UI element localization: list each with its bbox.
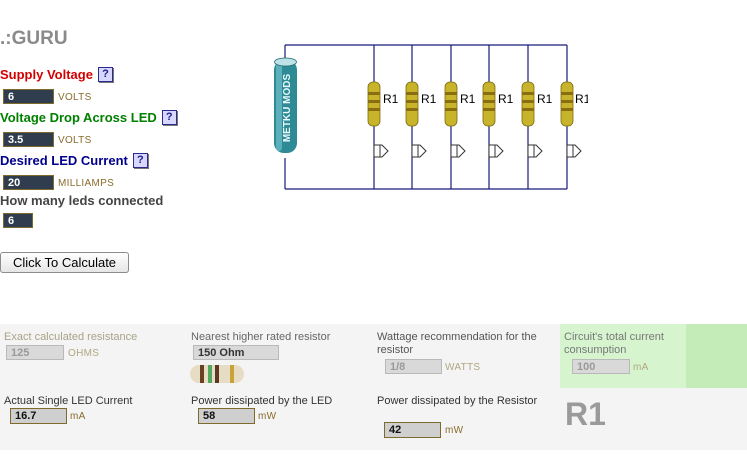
- total-current-field: [572, 359, 630, 374]
- voltage-drop-unit: VOLTS: [58, 135, 92, 146]
- total-current-highlight-right: [686, 324, 747, 388]
- resistor-6: R1: [560, 81, 588, 127]
- battery-icon: METKU MODS: [274, 57, 297, 153]
- wattage-unit: WATTS: [445, 362, 481, 373]
- wattage-field: [385, 359, 442, 374]
- single-led-current-label: Actual Single LED Current: [4, 395, 133, 407]
- help-icon[interactable]: ?: [132, 153, 148, 168]
- resistor-power-label: Power dissipated by the Resistor: [377, 395, 538, 407]
- single-led-current-field: [10, 408, 67, 424]
- resistor-power-unit: mW: [445, 425, 464, 436]
- circuit-diagram: METKU MODS R1 R1 R1 R1 R1: [274, 44, 588, 190]
- exact-resistance-unit: OHMS: [68, 348, 100, 359]
- led-current-label: Desired LED Current?: [0, 153, 148, 168]
- supply-voltage-unit: VOLTS: [58, 92, 92, 103]
- resistor-4: R1: [482, 81, 514, 127]
- led-current-unit: MILLIAMPS: [58, 178, 115, 189]
- resistor-label: R1: [460, 92, 476, 106]
- led-count-input[interactable]: [3, 213, 33, 228]
- led-count-label: How many leds connected: [0, 193, 164, 208]
- resistor-bands-icon: [190, 365, 244, 383]
- resistor-1: R1: [367, 81, 399, 127]
- led-power-label: Power dissipated by the LED: [191, 395, 333, 407]
- resistor-label: R1: [383, 92, 399, 106]
- supply-voltage-input[interactable]: [3, 89, 54, 104]
- calculate-button[interactable]: Click To Calculate: [0, 252, 129, 273]
- voltage-drop-input[interactable]: [3, 132, 54, 147]
- resistor-3: R1: [444, 81, 476, 127]
- led-1: [373, 144, 389, 158]
- voltage-drop-label: Voltage Drop Across LED?: [0, 110, 177, 125]
- app-title: .:GURU: [0, 28, 68, 49]
- help-icon[interactable]: ?: [97, 67, 113, 82]
- resistor-5: R1: [521, 81, 553, 127]
- led-power-unit: mW: [258, 411, 277, 422]
- nearest-resistor-field: [193, 345, 279, 360]
- resistor-label: R1: [498, 92, 514, 106]
- led-2: [411, 144, 427, 158]
- nearest-resistor-label: Nearest higher rated resistor: [191, 331, 331, 343]
- voltage-drop-text: Voltage Drop Across LED: [0, 110, 157, 125]
- wattage-label: Wattage recommendation for the resistor: [377, 331, 537, 356]
- exact-resistance-label: Exact calculated resistance: [4, 331, 138, 343]
- resistor-label: R1: [421, 92, 437, 106]
- resistor-power-field: [384, 422, 441, 438]
- total-current-label: Circuit's total current consumption: [564, 331, 664, 356]
- led-3: [450, 144, 466, 158]
- supply-voltage-text: Supply Voltage: [0, 67, 93, 82]
- led-power-field: [198, 408, 255, 424]
- led-current-text: Desired LED Current: [0, 153, 128, 168]
- led-current-input[interactable]: [3, 175, 54, 190]
- led-4: [488, 144, 504, 158]
- single-led-current-unit: mA: [70, 411, 86, 422]
- total-current-unit: mA: [633, 362, 649, 373]
- led-6: [566, 144, 582, 158]
- resistor-label: R1: [537, 92, 553, 106]
- resistor-label: R1: [575, 92, 588, 106]
- resistor-2: R1: [405, 81, 437, 127]
- battery-label: METKU MODS: [282, 74, 293, 143]
- help-icon[interactable]: ?: [161, 110, 177, 125]
- resistor-name: R1: [565, 396, 606, 432]
- led-5: [527, 144, 543, 158]
- supply-voltage-label: Supply Voltage?: [0, 67, 113, 82]
- exact-resistance-field: [6, 345, 64, 360]
